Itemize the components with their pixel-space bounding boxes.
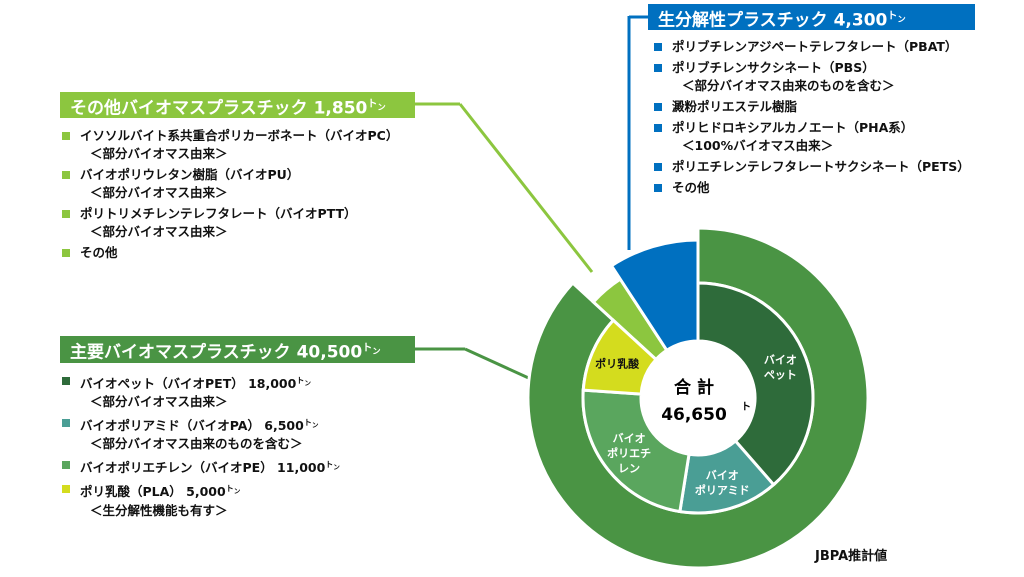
bullet-square-icon — [62, 485, 70, 494]
bullet-square-icon — [62, 171, 70, 179]
other-header: その他バイオマスプラスチック 1,850トン — [60, 92, 415, 119]
source-note: JBPA推計値 — [815, 549, 888, 564]
list-item: ポリヒドロキシアルカノエート（PHA系） ＜100%バイオマス由来＞ — [650, 119, 970, 155]
inner-slice-label: バイオ — [764, 354, 797, 367]
item-text: バイオポリエチレン（バイオPE） 11,000 — [80, 460, 326, 476]
inner-slice-0 — [696, 281, 815, 487]
inner-slice-2 — [581, 388, 691, 514]
item-text: 澱粉ポリエステル樹脂 — [672, 99, 798, 114]
bullet-square-icon — [654, 124, 662, 132]
item-text: ポリブチレンアジペートテレフタレート（PBAT） — [672, 39, 958, 54]
other-connector-diag — [458, 103, 594, 273]
list-item: イソソルバイト系共重合ポリカーボネート（バイオPC） ＜部分バイオマス由来＞ — [58, 127, 398, 163]
total-value: 46,650 — [661, 405, 727, 425]
inner-slice-3 — [581, 318, 659, 396]
biodeg-header: 生分解性プラスチック 4,300トン — [648, 4, 975, 31]
item-text: ポリ乳酸（PLA） 5,000 — [80, 484, 226, 500]
unit-label: トン — [296, 376, 311, 388]
item-text: ポリヒドロキシアルカノエート（PHA系） — [672, 120, 914, 135]
total-unit: ト — [741, 401, 751, 413]
inner-slice-label: ペット — [764, 369, 797, 382]
list-item: ポリブチレンアジペートテレフタレート（PBAT） — [650, 38, 970, 56]
inner-slice-label: ポリエチ — [607, 446, 651, 460]
item-text: バイオポリアミド（バイオPA） 6,500 — [80, 418, 304, 434]
outer-slice-2 — [609, 238, 700, 353]
bullet-square-icon — [654, 163, 662, 171]
item-subtext: ＜部分バイオマス由来のものを含む＞ — [90, 436, 303, 452]
inner-slice-label: ポリ乳酸 — [595, 356, 640, 370]
main-connector-diag — [464, 347, 534, 382]
list-item: その他 — [650, 179, 970, 197]
unit-label: トン — [362, 343, 381, 356]
item-subtext: ＜部分バイオマス由来＞ — [90, 394, 228, 410]
bullet-square-icon — [62, 419, 70, 428]
bullet-square-icon — [654, 64, 662, 72]
item-subtext: ＜部分バイオマス由来＞ — [90, 185, 228, 200]
list-item: 澱粉ポリエステル樹脂 — [650, 98, 970, 116]
item-text: バイオペット（バイオPET） 18,000 — [80, 376, 297, 392]
item-subtext: ＜部分バイオマス由来のものを含む＞ — [682, 78, 895, 93]
unit-label: トン — [367, 99, 386, 112]
bullet-square-icon — [62, 132, 70, 140]
item-subtext: ＜部分バイオマス由来＞ — [90, 146, 228, 161]
bullet-square-icon — [654, 43, 662, 51]
inner-slice-label: レン — [618, 462, 640, 475]
list-item: バイオポリウレタン樹脂（バイオPU） ＜部分バイオマス由来＞ — [58, 166, 398, 202]
bullet-square-icon — [62, 377, 70, 385]
item-subtext: ＜100%バイオマス由来＞ — [682, 138, 834, 153]
item-subtext: ＜生分解性機能も有す＞ — [90, 502, 228, 518]
inner-slice-label: バイオ — [613, 432, 646, 445]
bullet-square-icon — [654, 103, 662, 111]
bullet-square-icon — [62, 210, 70, 218]
unit-label: トン — [887, 11, 906, 24]
inner-slice-label: ポリアミド — [695, 483, 750, 497]
biodeg-list: ポリブチレンアジペートテレフタレート（PBAT） ポリブチレンサクシネート（PBS… — [650, 38, 970, 200]
item-text: バイオポリウレタン樹脂（バイオPU） — [80, 167, 300, 182]
list-item: ポリ乳酸（PLA） 5,000トン ＜生分解性機能も有す＞ — [58, 480, 340, 519]
inner-slice-label: バイオ — [706, 469, 739, 482]
list-item: ポリエチレンテレフタレートサクシネート（PETS） — [650, 158, 970, 176]
list-item: その他 — [58, 244, 398, 262]
total-label: 合 計 — [674, 377, 714, 398]
unit-label: トン — [303, 418, 319, 430]
list-item: バイオポリアミド（バイオPA） 6,500トン＜部分バイオマス由来のものを含む＞ — [58, 414, 340, 453]
donut-hole — [642, 342, 754, 454]
main-header: 主要バイオマスプラスチック 40,500トン — [60, 336, 415, 363]
list-item: ポリトリメチレンテレフタレート（バイオPTT） ＜部分バイオマス由来＞ — [58, 205, 398, 241]
list-item: バイオペット（バイオPET） 18,000トン ＜部分バイオマス由来＞ — [58, 372, 340, 411]
bullet-square-icon — [62, 461, 70, 470]
item-text: ポリエチレンテレフタレートサクシネート（PETS） — [672, 159, 970, 174]
unit-label: トン — [325, 460, 340, 472]
item-text: ポリブチレンサクシネート（PBS） — [672, 60, 875, 75]
unit-label: トン — [225, 484, 241, 497]
item-text: イソソルバイト系共重合ポリカーボネート（バイオPC） — [80, 128, 399, 143]
list-item: バイオポリエチレン（バイオPE） 11,000トン — [58, 456, 340, 477]
other-list: イソソルバイト系共重合ポリカーボネート（バイオPC）＜部分バイオマス由来＞バイオ… — [58, 127, 398, 265]
bullet-square-icon — [62, 249, 70, 257]
item-text: その他 — [80, 245, 118, 260]
bullet-square-icon — [654, 184, 662, 192]
item-subtext: ＜部分バイオマス由来＞ — [90, 224, 228, 239]
item-text: ポリトリメチレンテレフタレート（バイオPTT） — [80, 206, 357, 221]
list-item: ポリブチレンサクシネート（PBS） ＜部分バイオマス由来のものを含む＞ — [650, 59, 970, 95]
main-list: バイオペット（バイオPET） 18,000トン＜部分バイオマス由来＞バイオポリア… — [58, 372, 340, 523]
item-text: その他 — [672, 180, 710, 195]
